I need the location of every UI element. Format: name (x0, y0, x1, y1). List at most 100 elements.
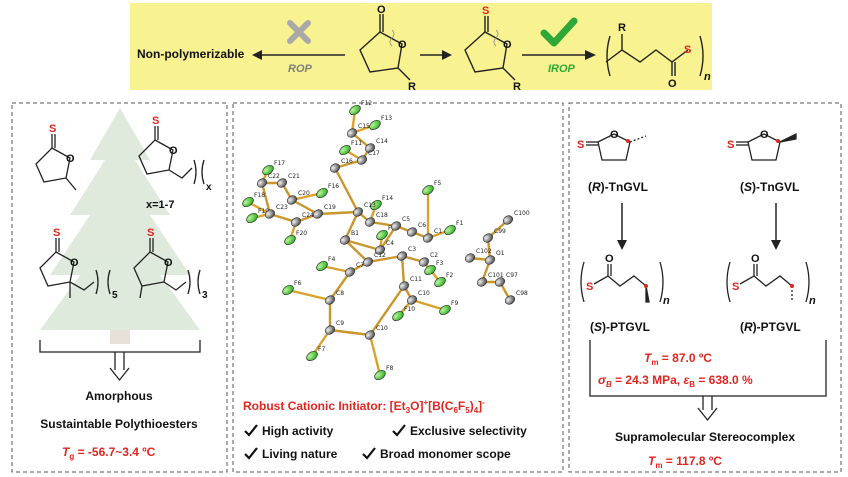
r-tngvl-o: O (610, 129, 619, 141)
crystal-bond (343, 211, 360, 241)
atom-label: C14 (376, 138, 388, 145)
crystal-bond (368, 334, 382, 376)
r-ptgvl-structure (726, 261, 810, 303)
carbon-atom (495, 277, 505, 287)
carbon-atom (330, 163, 340, 173)
carbon-atom (407, 227, 417, 237)
right-bracket (589, 340, 827, 422)
atom-label: C20 (298, 190, 310, 197)
carbon-atom (465, 253, 475, 263)
rop-label: ROP (288, 63, 313, 75)
fluorine-atom (439, 304, 451, 316)
carbon-atom (419, 257, 429, 267)
atom-label: O1 (496, 250, 505, 257)
r-ptgvl-n: n (809, 295, 816, 307)
fluorine-atom (434, 276, 446, 288)
carbon-atom (365, 330, 375, 340)
atom-label: F14 (382, 195, 393, 202)
r-tngvl-structure (586, 133, 647, 161)
atom-label: C102 (476, 248, 492, 255)
crystal-bond (400, 255, 406, 287)
r-tngvl-label: (R)-TnGVL (588, 180, 648, 194)
atom-label: C10 (376, 325, 388, 332)
oxygen-atom (485, 255, 495, 265)
s-ptgvl-label: (S)-PTGVL (590, 320, 650, 334)
polythioester-structure (605, 34, 704, 77)
arrow-head-right (771, 240, 781, 250)
carbon-atom (277, 178, 287, 188)
fluorine-atom (370, 199, 382, 211)
polythioester-o: O (668, 78, 677, 90)
atom-label: F16 (328, 183, 339, 190)
thionolactone-ring-o: O (503, 39, 512, 51)
r-ptgvl-s: S (732, 281, 739, 293)
carbon-atom (345, 267, 355, 277)
tm-value-1: Tm = 87.0 ºC (644, 351, 712, 367)
crystal-bond (344, 238, 381, 252)
r-ptgvl-label: (R)-PTGVL (740, 320, 801, 334)
atom-label: C15 (358, 123, 370, 130)
carbon-atom (399, 281, 409, 291)
fluorine-atom (424, 264, 436, 276)
carbon-atom (257, 178, 267, 188)
banner-background (130, 3, 712, 90)
atom-label: C10 (418, 290, 430, 297)
x-range-label: x=1-7 (146, 199, 174, 211)
top-banner: Non-polymerizable ROP O O R (130, 3, 712, 93)
thionolactone-s: S (482, 5, 489, 17)
left-monomer-4 (133, 238, 201, 299)
r-ptgvl-o: O (751, 253, 760, 265)
fluorine-atom (242, 196, 254, 208)
carbon-atom (287, 195, 297, 205)
atom-label: F1 (456, 220, 463, 227)
atom-label: C3 (408, 246, 416, 253)
atom-label: C19 (324, 204, 336, 211)
left-monomer-1-s: S (49, 123, 56, 135)
fluorine-atom (246, 212, 258, 224)
r-stereocenter-dot (626, 139, 630, 143)
atom-label: C4 (386, 240, 394, 247)
carbon-atom (483, 233, 493, 243)
atom-label: F10 (404, 306, 415, 313)
s-tngvl-s: S (727, 139, 734, 151)
s-ptgvl-o: O (605, 253, 614, 265)
atom-label: C12 (374, 252, 386, 259)
atom-label: C99 (494, 228, 506, 235)
tree-background (40, 108, 200, 344)
atom-label: C22 (268, 173, 280, 180)
left-bracket-arrow (39, 340, 201, 382)
polythioester-s: S (684, 44, 691, 56)
rop-arrowhead (252, 50, 262, 60)
lactone-structure (359, 14, 411, 81)
crystal-bond (369, 285, 405, 336)
fluorine-atom (316, 187, 328, 199)
check-item-3: Living nature (262, 447, 338, 461)
s-tngvl-label: (S)-TnGVL (740, 180, 799, 194)
atom-label: C100 (514, 210, 530, 217)
check-icon-3 (244, 447, 258, 460)
atom-label: C2 (430, 252, 438, 259)
atom-label: F17 (274, 160, 285, 167)
carbon-atom (325, 295, 335, 305)
s-ptgvl-structure (580, 261, 664, 303)
stereocomplex-label: Supramolecular Stereocomplex (615, 430, 795, 444)
fluorine-atom (284, 234, 296, 246)
check-item-1: High activity (262, 424, 334, 438)
atom-label: C7 (356, 262, 364, 269)
carbon-atom (505, 295, 515, 305)
check-icon (540, 17, 578, 47)
left-monomer-3-s: S (53, 227, 60, 239)
s-ptgvl-s: S (586, 281, 593, 293)
left-monomer-3-sub-5: 5 (112, 290, 118, 301)
checklist: High activity Exclusive selectivity Livi… (244, 424, 527, 461)
left-panel-border (11, 102, 228, 473)
crystal-bond (287, 288, 331, 302)
carbon-atom (423, 233, 433, 243)
atom-label: C5 (402, 216, 410, 223)
carbon-atom (365, 143, 375, 153)
atom-label: F3 (436, 260, 443, 267)
crystal-bond (329, 271, 351, 301)
left-monomer-2-s: S (152, 115, 159, 127)
atom-label: F8 (386, 365, 393, 372)
